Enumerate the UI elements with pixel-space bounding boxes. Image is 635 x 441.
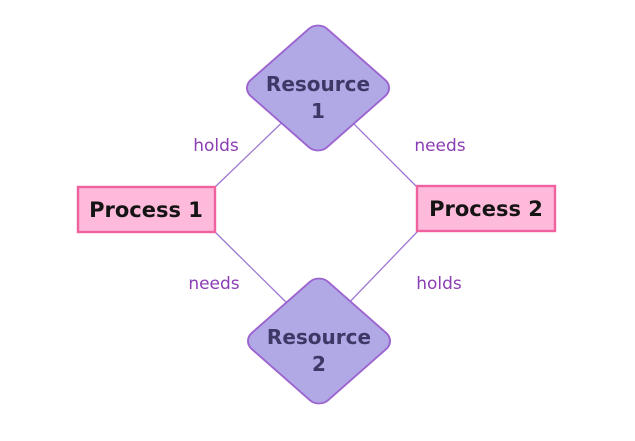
resource-1-label-line1: Resource (266, 72, 370, 96)
edge-label-needs-top-right: needs (414, 136, 465, 156)
node-resource-2: Resource 2 (247, 277, 391, 405)
resource-1-label-line2: 1 (311, 99, 325, 123)
edge-resource2-process2 (341, 230, 419, 311)
process-2-rect-shape (415, 184, 557, 233)
edge-label-needs-bottom-left: needs (188, 274, 239, 294)
node-process-2: Process 2 (415, 184, 557, 233)
process-1-rect-shape (76, 185, 217, 234)
edge-process1-resource2 (213, 230, 297, 313)
process-2-label: Process 2 (429, 197, 543, 221)
resource-2-diamond-shape (247, 277, 391, 405)
edge-label-holds-top-left: holds (193, 136, 239, 156)
resource-1-diamond-shape (246, 24, 390, 152)
process-1-label: Process 1 (89, 198, 203, 222)
node-process-1: Process 1 (76, 185, 217, 234)
resource-2-label-line2: 2 (312, 352, 326, 376)
edge-labels: holds needs needs holds (188, 136, 465, 294)
node-resource-1: Resource 1 (246, 24, 390, 152)
resource-2-label-line1: Resource (267, 325, 371, 349)
edge-label-holds-bottom-right: holds (416, 274, 462, 294)
